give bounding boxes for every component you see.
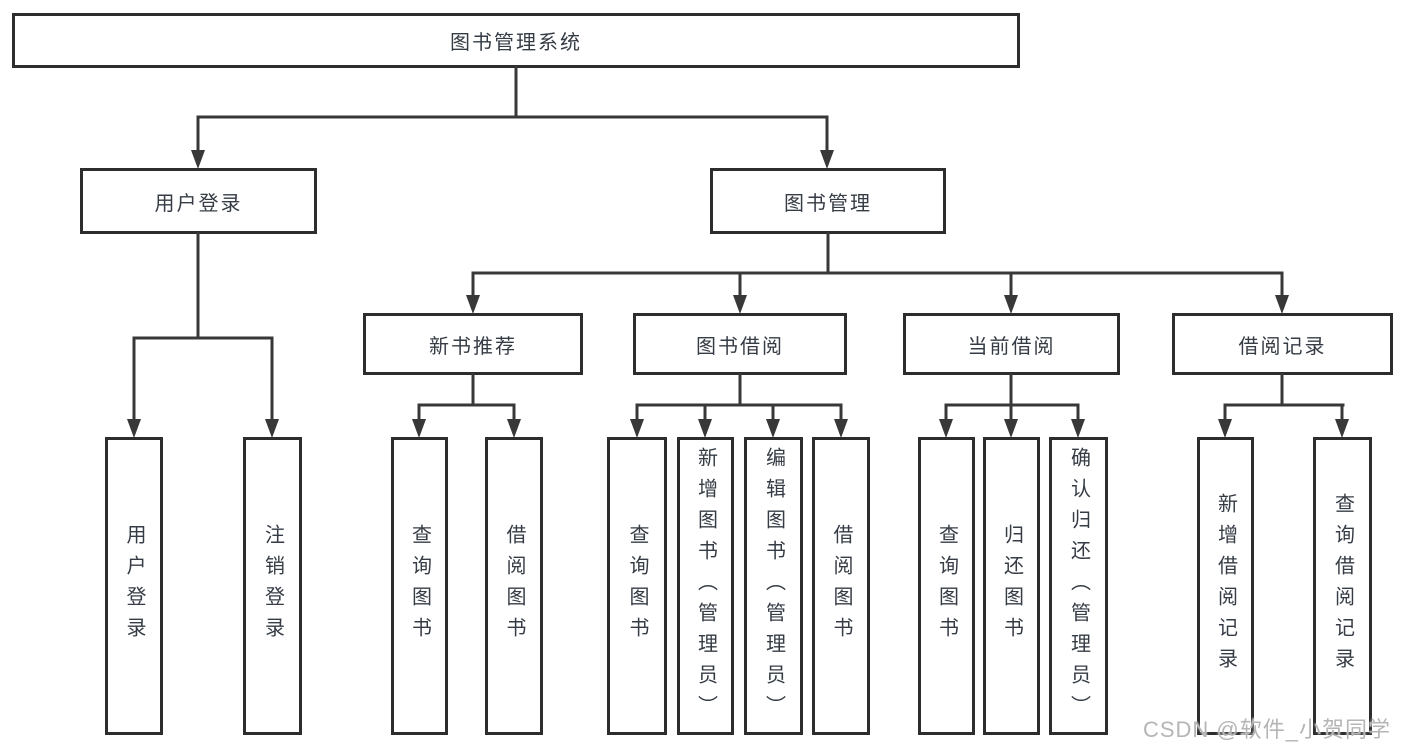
node-book-borrowing: 图书借阅 <box>633 313 847 375</box>
leaf-current-query-books: 查询图书 <box>918 437 975 735</box>
node-borrow-records: 借阅记录 <box>1172 313 1393 375</box>
csdn-watermark: CSDN @软件_小贺同学 <box>1142 717 1391 742</box>
leaf-logout: 注销登录 <box>243 437 302 735</box>
leaf-recommend-query-books-label: 查询图书 <box>408 524 431 648</box>
arrow-down-icon <box>820 150 834 169</box>
arrow-down-icon <box>1335 419 1349 438</box>
arrow-down-icon <box>766 419 780 438</box>
node-current-borrowing-label: 当前借阅 <box>967 335 1056 358</box>
node-root-label: 图书管理系统 <box>450 32 582 54</box>
arrow-down-icon <box>1275 295 1289 314</box>
leaf-edit-books-admin-label: 编辑图书（管理员） <box>762 446 785 726</box>
leaf-confirm-return-admin-label: 确认归还（管理员） <box>1067 446 1090 726</box>
arrow-down-icon <box>466 295 480 314</box>
leaf-add-borrow-record: 新增借阅记录 <box>1197 437 1254 735</box>
arrow-down-icon <box>733 295 747 314</box>
arrow-down-icon <box>1004 295 1018 314</box>
node-new-book-recommend-label: 新书推荐 <box>429 335 517 358</box>
leaf-recommend-borrow-books-label: 借阅图书 <box>503 524 525 648</box>
arrow-down-icon <box>507 419 521 438</box>
node-current-borrowing: 当前借阅 <box>903 313 1120 375</box>
leaf-user-login: 用户登录 <box>105 437 163 735</box>
leaf-add-books-admin-label: 新增图书（管理员） <box>694 446 717 726</box>
node-borrow-records-label: 借阅记录 <box>1238 335 1327 358</box>
node-book-management: 图书管理 <box>710 168 946 234</box>
leaf-edit-books-admin: 编辑图书（管理员） <box>744 437 803 735</box>
arrow-down-icon <box>191 150 205 169</box>
leaf-return-books: 归还图书 <box>983 437 1040 735</box>
leaf-add-borrow-record-label: 新增借阅记录 <box>1214 493 1237 679</box>
arrow-down-icon <box>630 419 644 438</box>
arrow-down-icon <box>939 419 953 438</box>
arrow-down-icon <box>1004 419 1018 438</box>
arrow-down-icon <box>412 419 426 438</box>
leaf-add-books-admin: 新增图书（管理员） <box>677 437 734 735</box>
connector-new-book-recommend-to-leaves <box>412 373 521 438</box>
connector-root-to-level2 <box>191 66 834 169</box>
leaf-logout-label: 注销登录 <box>261 524 284 648</box>
arrow-down-icon <box>265 419 279 438</box>
connector-book-borrowing-to-leaves <box>630 373 848 438</box>
node-new-book-recommend: 新书推荐 <box>363 313 583 375</box>
leaf-confirm-return-admin: 确认归还（管理员） <box>1049 437 1108 735</box>
connector-current-borrowing-to-leaves <box>939 373 1085 438</box>
node-user-login: 用户登录 <box>80 168 317 234</box>
leaf-borrowing-query-books: 查询图书 <box>607 437 667 735</box>
node-book-borrowing-label: 图书借阅 <box>696 335 784 358</box>
arrow-down-icon <box>834 419 848 438</box>
connector-borrow-records-to-leaves <box>1218 373 1349 438</box>
arrow-down-icon <box>1218 419 1232 438</box>
arrow-down-icon <box>1071 419 1085 438</box>
arrow-down-icon <box>127 419 141 438</box>
node-book-management-label: 图书管理 <box>784 192 872 215</box>
leaf-borrowing-query-books-label: 查询图书 <box>626 524 648 648</box>
node-user-login-label: 用户登录 <box>154 192 243 215</box>
leaf-recommend-query-books: 查询图书 <box>391 437 448 735</box>
leaf-query-borrow-record-label: 查询借阅记录 <box>1331 493 1354 679</box>
leaf-borrowing-borrow-books-label: 借阅图书 <box>830 524 852 648</box>
leaf-query-borrow-record: 查询借阅记录 <box>1313 437 1372 735</box>
arrow-down-icon <box>698 419 712 438</box>
leaf-borrowing-borrow-books: 借阅图书 <box>812 437 870 735</box>
leaf-user-login-label: 用户登录 <box>123 524 145 648</box>
leaf-recommend-borrow-books: 借阅图书 <box>485 437 543 735</box>
leaf-current-query-books-label: 查询图书 <box>935 524 958 648</box>
connector-user-login-to-leaves <box>127 232 279 438</box>
node-root-system: 图书管理系统 <box>12 13 1020 68</box>
connector-book-management-to-level3 <box>466 232 1289 314</box>
leaf-return-books-label: 归还图书 <box>1000 524 1023 648</box>
